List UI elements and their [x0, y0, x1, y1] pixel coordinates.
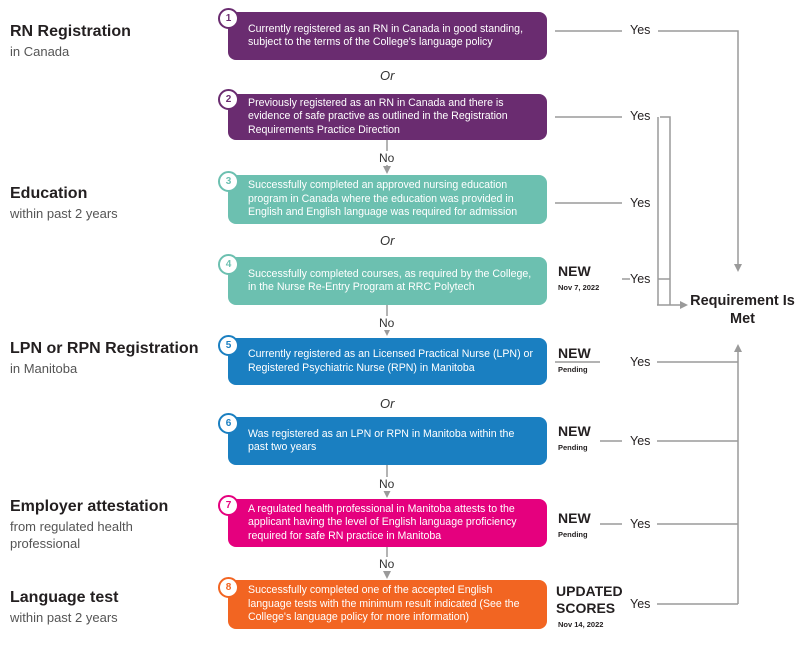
category-employer-attestation: Employer attestation from regulated heal… [10, 497, 170, 552]
or-label: Or [380, 396, 395, 411]
step-number-8: 8 [218, 577, 239, 598]
step-box-4: Successfully completed courses, as requi… [228, 257, 547, 305]
step-box-2: Previously registered as an RN in Canada… [228, 94, 547, 140]
category-title: Language test [10, 589, 119, 606]
step-number-2: 2 [218, 89, 239, 110]
yes-label: Yes [630, 196, 651, 210]
category-subtitle: within past 2 years [10, 206, 118, 221]
or-label: Or [380, 68, 395, 83]
step-text: Currently registered as an Licensed Prac… [248, 348, 533, 374]
step-text: Successfully completed an approved nursi… [248, 179, 518, 219]
step-number-4: 4 [218, 254, 239, 275]
new-badge: NEW [558, 345, 591, 361]
new-badge: NEW [558, 510, 591, 526]
no-label: No [379, 477, 395, 491]
or-label: Or [380, 233, 395, 248]
category-subtitle: in Manitoba [10, 361, 78, 376]
yes-label: Yes [630, 355, 651, 369]
step-box-5: Currently registered as an Licensed Prac… [228, 338, 547, 385]
yes-label: Yes [630, 517, 651, 531]
category-title: Employer attestation [10, 498, 169, 515]
step-number-7: 7 [218, 495, 239, 516]
step-text: Currently registered as an RN in Canada … [248, 22, 524, 49]
step-text: Was registered as an LPN or RPN in Manit… [248, 427, 515, 454]
category-title: RN Registration [10, 23, 131, 40]
category-subtitle: in Canada [10, 44, 70, 59]
step-text: Successfully completed courses, as requi… [248, 267, 532, 294]
no-label: No [379, 557, 395, 571]
step-box-7: A regulated health professional in Manit… [228, 499, 547, 547]
yes-label: Yes [630, 272, 651, 286]
badge-date: Nov 14, 2022 [558, 620, 604, 629]
badge-date: Nov 7, 2022 [558, 283, 600, 292]
new-badge: NEW [558, 423, 591, 439]
step-box-3: Successfully completed an approved nursi… [228, 175, 547, 224]
category-subtitle: within past 2 years [10, 610, 118, 625]
new-badge: NEW [558, 263, 591, 279]
step-box-1: Currently registered as an RN in Canada … [228, 12, 547, 60]
step-box-8: Successfully completed one of the accept… [228, 580, 547, 629]
category-rn-registration: RN Registration in Canada [10, 22, 131, 60]
category-title: Education [10, 185, 88, 202]
category-title: LPN or RPN Registration [10, 340, 199, 357]
step-number-5: 5 [218, 335, 239, 356]
category-subtitle: from regulated health professional [10, 519, 133, 551]
updated-scores-badge: UPDATED SCORES [556, 583, 623, 616]
yes-label: Yes [630, 597, 651, 611]
category-lpn-rpn: LPN or RPN Registration in Manitoba [10, 339, 198, 377]
step-text: Previously registered as an RN in Canada… [248, 96, 508, 136]
step-box-6: Was registered as an LPN or RPN in Manit… [228, 417, 547, 465]
yes-label: Yes [630, 23, 651, 37]
no-label: No [379, 151, 395, 165]
category-education: Education within past 2 years [10, 184, 118, 222]
yes-label: Yes [630, 434, 651, 448]
yes-label: Yes [630, 109, 651, 123]
badge-status: Pending [558, 530, 588, 539]
step-text: Successfully completed one of the accept… [248, 584, 520, 624]
badge-status: Pending [558, 443, 588, 452]
step-number-1: 1 [218, 8, 239, 29]
category-language-test: Language test within past 2 years [10, 588, 118, 626]
step-text: A regulated health professional in Manit… [248, 502, 517, 542]
no-label: No [379, 316, 395, 330]
step-number-6: 6 [218, 413, 239, 434]
step-number-3: 3 [218, 171, 239, 192]
requirement-met-label: Requirement Is Met [690, 293, 795, 327]
badge-status: Pending [558, 365, 588, 374]
